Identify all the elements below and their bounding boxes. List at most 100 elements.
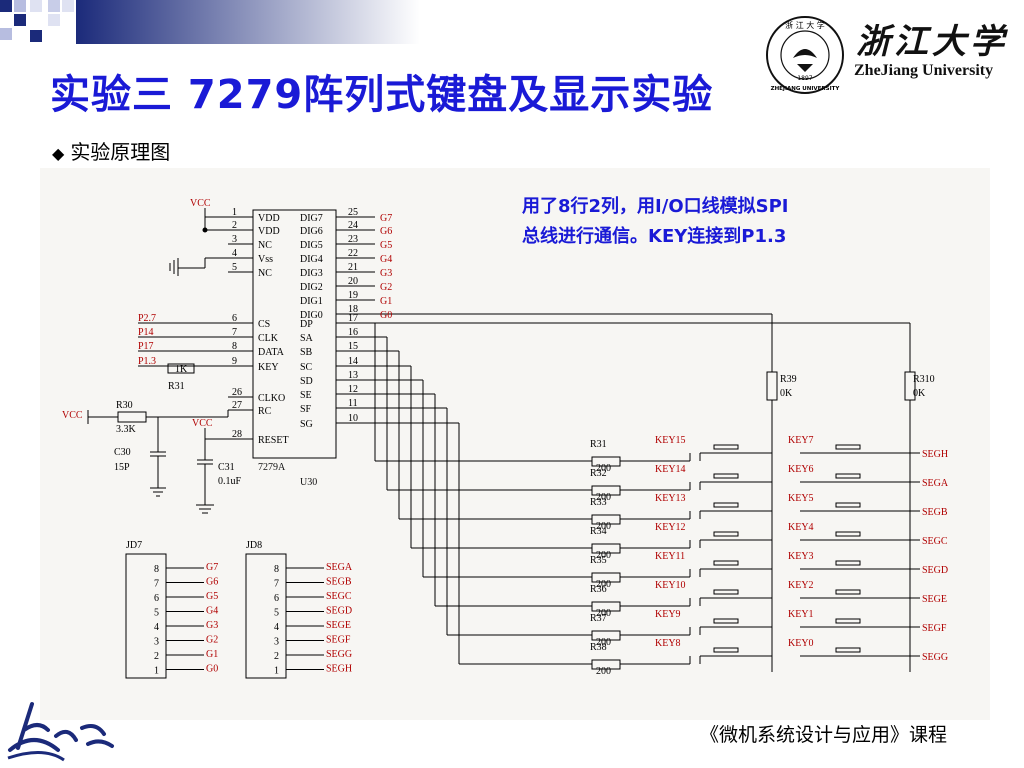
- key-button: [713, 531, 739, 537]
- connector-jd8-net-label: SEGC: [326, 591, 352, 602]
- key-button: [835, 647, 861, 653]
- connector-jd7-net-label: G0: [206, 664, 218, 675]
- connector-jd8-pin-number: 6: [274, 593, 279, 604]
- chip-pin-number: 25: [348, 207, 358, 218]
- segment-net-label: SEGA: [922, 478, 949, 489]
- c30-ref: C30: [114, 447, 131, 458]
- connector-jd7-net-label: G2: [206, 635, 218, 646]
- chip-pin-name: CS: [258, 319, 270, 330]
- connector-jd7-pin-number: 2: [154, 651, 159, 662]
- r31-small-value: 1K: [175, 364, 188, 375]
- chip-pin-number: 6: [232, 313, 237, 324]
- chip-pin-number: 26: [232, 387, 242, 398]
- connector-jd8: [245, 553, 287, 679]
- key-label: KEY6: [788, 464, 814, 475]
- segment-net-label: SEGH: [922, 449, 948, 460]
- seal-bottom-text: ZHEJIANG UNIVERSITY: [771, 86, 841, 92]
- row-resistor-value: 200: [596, 608, 611, 619]
- digit-net-label: G7: [380, 213, 392, 224]
- segment-net-label: SEGC: [922, 536, 948, 547]
- digit-net-label: G2: [380, 282, 392, 293]
- key-button: [713, 444, 739, 450]
- chip-pin-name: DIG5: [300, 240, 323, 251]
- key-button: [713, 560, 739, 566]
- connector-jd7-net-label: G3: [206, 620, 218, 631]
- chip-ref-label: U30: [300, 477, 317, 488]
- row-resistor-value: 200: [596, 579, 611, 590]
- connector-jd8-net-label: SEGH: [326, 664, 352, 675]
- connector-jd8-ref: JD8: [246, 540, 262, 551]
- key-label: KEY3: [788, 551, 814, 562]
- connector-jd7-net-label: G7: [206, 562, 218, 573]
- key-label: KEY12: [655, 522, 686, 533]
- connector-jd7-pin-number: 4: [154, 622, 159, 633]
- r39-ref: R39: [780, 374, 797, 385]
- key-label: KEY4: [788, 522, 814, 533]
- row-resistor-ref: R34: [590, 526, 607, 537]
- connector-jd8-pin-number: 7: [274, 579, 279, 590]
- chip-pin-name: NC: [258, 240, 272, 251]
- chip-pin-name: CLKO: [258, 393, 285, 404]
- chip-pin-number: 22: [348, 248, 358, 259]
- chip-pin-name: RC: [258, 406, 272, 417]
- key-button: [713, 618, 739, 624]
- row-resistor-value: 200: [596, 637, 611, 648]
- row-resistor-ref: R37: [590, 613, 607, 624]
- key-label: KEY11: [655, 551, 685, 562]
- bullet-item: ◆实验原理图: [52, 136, 170, 165]
- diamond-bullet-icon: ◆: [52, 144, 65, 163]
- vcc-label-c31: VCC: [192, 418, 213, 429]
- chip-pin-name: DIG7: [300, 213, 323, 224]
- key-button: [713, 589, 739, 595]
- connector-jd7-pin-number: 1: [154, 666, 159, 677]
- chip-pin-number: 27: [232, 400, 242, 411]
- key-button: [835, 502, 861, 508]
- chip-pin-number: 18: [348, 304, 358, 315]
- chip-pin-name: DIG2: [300, 282, 323, 293]
- header-decoration: [0, 0, 420, 44]
- key-button: [835, 560, 861, 566]
- chip-pin-name: CLK: [258, 333, 279, 344]
- chip-pin-name: DIG1: [300, 296, 323, 307]
- chip-pin-number: 12: [348, 384, 358, 395]
- chip-pin-number: 24: [348, 220, 358, 231]
- r310-ref: R310: [913, 374, 935, 385]
- chip-pin-name: SD: [300, 376, 313, 387]
- segment-net-label: SEGG: [922, 652, 948, 663]
- r30-value: 3.3K: [116, 424, 137, 435]
- key-label: KEY7: [788, 435, 814, 446]
- chip-pin-name: SG: [300, 419, 313, 430]
- row-resistor-ref: R38: [590, 642, 607, 653]
- r31-small-ref: R31: [168, 381, 185, 392]
- chip-pin-number: 3: [232, 234, 237, 245]
- chip-pin-number: 10: [348, 413, 358, 424]
- row-resistor-value: 200: [596, 521, 611, 532]
- connector-jd8-pin-number: 8: [274, 564, 279, 575]
- chip-pin-number: 28: [232, 429, 242, 440]
- key-label: KEY15: [655, 435, 686, 446]
- chip-pin-number: 8: [232, 341, 237, 352]
- slide-title: 实验三 7279阵列式键盘及显示实验: [50, 72, 714, 118]
- schematic-note: 用了8行2列，用I/O口线模拟SPI 总线进行通信。KEY连接到P1.3: [522, 192, 788, 252]
- chip-pin-number: 5: [232, 262, 237, 273]
- connector-jd7-pin-number: 3: [154, 637, 159, 648]
- note-line-2: 总线进行通信。KEY连接到P1.3: [522, 226, 787, 247]
- junction-dot: [202, 227, 208, 233]
- chip-pin-name: SE: [300, 390, 312, 401]
- connector-jd8-net-label: SEGB: [326, 577, 352, 588]
- chip-pin-name: DP: [300, 319, 313, 330]
- connector-jd8-net-label: SEGF: [326, 635, 351, 646]
- chip-pin-name: VDD: [258, 213, 280, 224]
- schematic-diagram: 7279AU301VDD2VDD3NC4Vss5NC6CS7CLK8DATA9K…: [40, 168, 990, 720]
- chip-pin-name: Vss: [258, 254, 273, 265]
- key-button: [835, 531, 861, 537]
- connector-jd8-pin-number: 5: [274, 608, 279, 619]
- seal-top-text: 浙 江 大 学: [785, 20, 825, 30]
- row-resistor-ref: R33: [590, 497, 607, 508]
- corner-calligraphy-logo: [7, 702, 114, 762]
- c31-value: 0.1uF: [218, 476, 242, 487]
- chip-pin-name: NC: [258, 268, 272, 279]
- row-resistor-ref: R35: [590, 555, 607, 566]
- port-label: P2.7: [138, 313, 156, 324]
- digit-net-label: G0: [380, 310, 392, 321]
